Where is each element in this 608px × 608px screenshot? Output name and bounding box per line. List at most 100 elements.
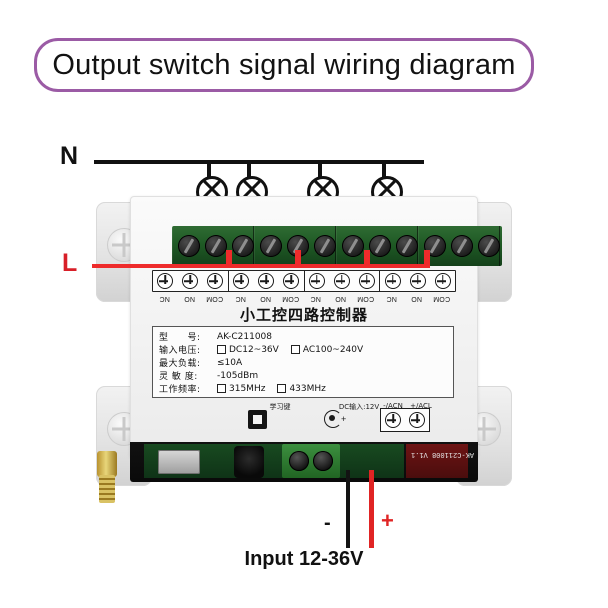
- live-label: L: [62, 249, 78, 277]
- terminal-label: COM: [281, 295, 299, 302]
- terminal-screw-icon: [478, 235, 500, 257]
- terminal-label: NC: [310, 295, 321, 302]
- terminal-label: NO: [410, 295, 422, 302]
- terminal-label: COM: [433, 295, 450, 302]
- lamp-drop-wire: [318, 160, 322, 180]
- terminal-screw-icon: [153, 271, 178, 291]
- terminal-label: COM: [357, 295, 375, 302]
- dc-input-label: DC输入:12V: [338, 403, 380, 411]
- terminal-screw-icon: [254, 271, 279, 291]
- terminal-screw-icon: [178, 235, 200, 257]
- spec-row-sensitivity: 灵 敏 度: -105dBm: [159, 369, 447, 383]
- terminal-screw-icon: [354, 271, 379, 291]
- neutral-label: N: [60, 142, 79, 170]
- live-stub-wire: [226, 250, 232, 268]
- spec-key: 输入电压:: [159, 346, 201, 356]
- terminal-screw-icon: [329, 271, 354, 291]
- spec-row-voltage: 输入电压: DC12~36V AC100~240V: [159, 343, 447, 357]
- terminal-screw-icon: [203, 271, 228, 291]
- terminal-label: NC: [159, 295, 170, 302]
- terminal-screw-icon: [289, 451, 309, 471]
- ac-input-terminal-block: [380, 408, 430, 432]
- terminal-label: NO: [259, 295, 271, 302]
- spec-value: ≤10A: [217, 357, 243, 368]
- page-title: Output switch signal wiring diagram: [52, 48, 516, 81]
- input-caption: Input 12-36V: [244, 548, 364, 570]
- device-case: NC NO COM NC NO COM NC NO COM NC NO COM …: [130, 196, 502, 458]
- lamp-drop-wire: [382, 160, 386, 180]
- checkbox-icon: [217, 345, 226, 354]
- terminal-label: NO: [335, 295, 347, 302]
- pcb-marking-text: AK-C211008 V1.1: [410, 450, 474, 458]
- spec-value-alt: AC100~240V: [302, 344, 364, 355]
- relay-controller-device: NC NO COM NC NO COM NC NO COM NC NO COM …: [96, 196, 512, 503]
- relay-terminal-row: [152, 270, 456, 292]
- terminal-screw-icon: [381, 409, 405, 431]
- terminal-screw-icon: [430, 271, 455, 291]
- spec-key: 灵 敏 度:: [159, 372, 198, 382]
- product-title: 小工控四路控制器: [239, 306, 368, 324]
- input-positive-wire: [369, 470, 374, 548]
- live-bus-wire: [92, 264, 429, 268]
- lamp-drop-wire: [207, 160, 211, 180]
- neutral-bus-wire: [94, 160, 424, 164]
- terminal-screw-icon: [314, 235, 336, 257]
- terminal-label: COM: [206, 295, 224, 302]
- learn-button[interactable]: [248, 410, 267, 429]
- terminal-screw-icon: [451, 235, 473, 257]
- spec-row-load: 最大负载: ≤10A: [159, 356, 447, 370]
- terminal-screw-icon: [305, 271, 330, 291]
- terminal-screw-icon: [342, 235, 364, 257]
- spec-key: 最大负载:: [159, 359, 201, 369]
- spec-key: 型 号:: [159, 333, 201, 343]
- pcb-edge: AK-C211008 V1.1: [130, 442, 478, 482]
- checkbox-icon: [277, 384, 287, 393]
- dc-jack-polarity-icon: +: [324, 410, 346, 428]
- usb-port: [158, 450, 200, 474]
- terminal-screw-icon: [405, 409, 429, 431]
- sma-antenna-connector: [95, 451, 119, 505]
- spec-value-alt: 433MHz: [289, 383, 326, 394]
- terminal-screw-icon: [380, 271, 405, 291]
- ac-negative-label: -/ACN: [383, 402, 403, 410]
- spec-label: 型 号: AK-C211008 输入电压: DC12~36V AC100~240…: [152, 326, 454, 398]
- spec-value: AK-C211008: [217, 331, 273, 342]
- bottom-silkscreen-labels: 学习键 DC输入:12V -/ACN +/ACL: [152, 402, 454, 428]
- negative-symbol: -: [324, 512, 331, 534]
- diagram-title-box: Output switch signal wiring diagram: [34, 38, 534, 92]
- live-stub-wire: [364, 250, 370, 268]
- pcb-red-section: [406, 444, 468, 478]
- spec-value: DC12~36V: [229, 344, 279, 355]
- output-terminal-strip: [172, 226, 502, 266]
- power-input-connector: [282, 444, 340, 478]
- learn-key-label: 学习键: [269, 403, 291, 411]
- live-stub-wire: [424, 250, 430, 268]
- lamp-drop-wire: [247, 160, 251, 180]
- terminal-screw-icon: [279, 271, 304, 291]
- terminal-screw-icon: [369, 235, 391, 257]
- positive-symbol: +: [381, 508, 394, 533]
- terminal-label: NC: [385, 295, 397, 302]
- terminal-label: NO: [184, 295, 196, 302]
- terminal-label-row: NC NO COM NC NO COM NC NO COM NC NO COM: [152, 290, 454, 302]
- terminal-screw-icon: [229, 271, 254, 291]
- live-stub-wire: [295, 250, 301, 268]
- terminal-screw-icon: [232, 235, 254, 257]
- terminal-label: NC: [234, 295, 246, 302]
- terminal-screw-icon: [396, 235, 418, 257]
- ac-positive-label: +/ACL: [410, 402, 432, 410]
- dc-barrel-jack: [234, 446, 264, 478]
- terminal-screw-icon: [205, 235, 227, 257]
- terminal-screw-icon: [178, 271, 203, 291]
- checkbox-icon: [217, 384, 226, 393]
- terminal-screw-icon: [313, 451, 333, 471]
- checkbox-icon: [290, 345, 300, 354]
- terminal-screw-icon: [287, 235, 309, 257]
- spec-value: 315MHz: [229, 383, 266, 394]
- spec-row-frequency: 工作频率: 315MHz 433MHz: [159, 382, 447, 396]
- spec-row-model: 型 号: AK-C211008: [159, 330, 447, 344]
- input-negative-wire: [346, 470, 350, 548]
- terminal-screw-icon: [260, 235, 282, 257]
- spec-value: -105dBm: [217, 370, 259, 381]
